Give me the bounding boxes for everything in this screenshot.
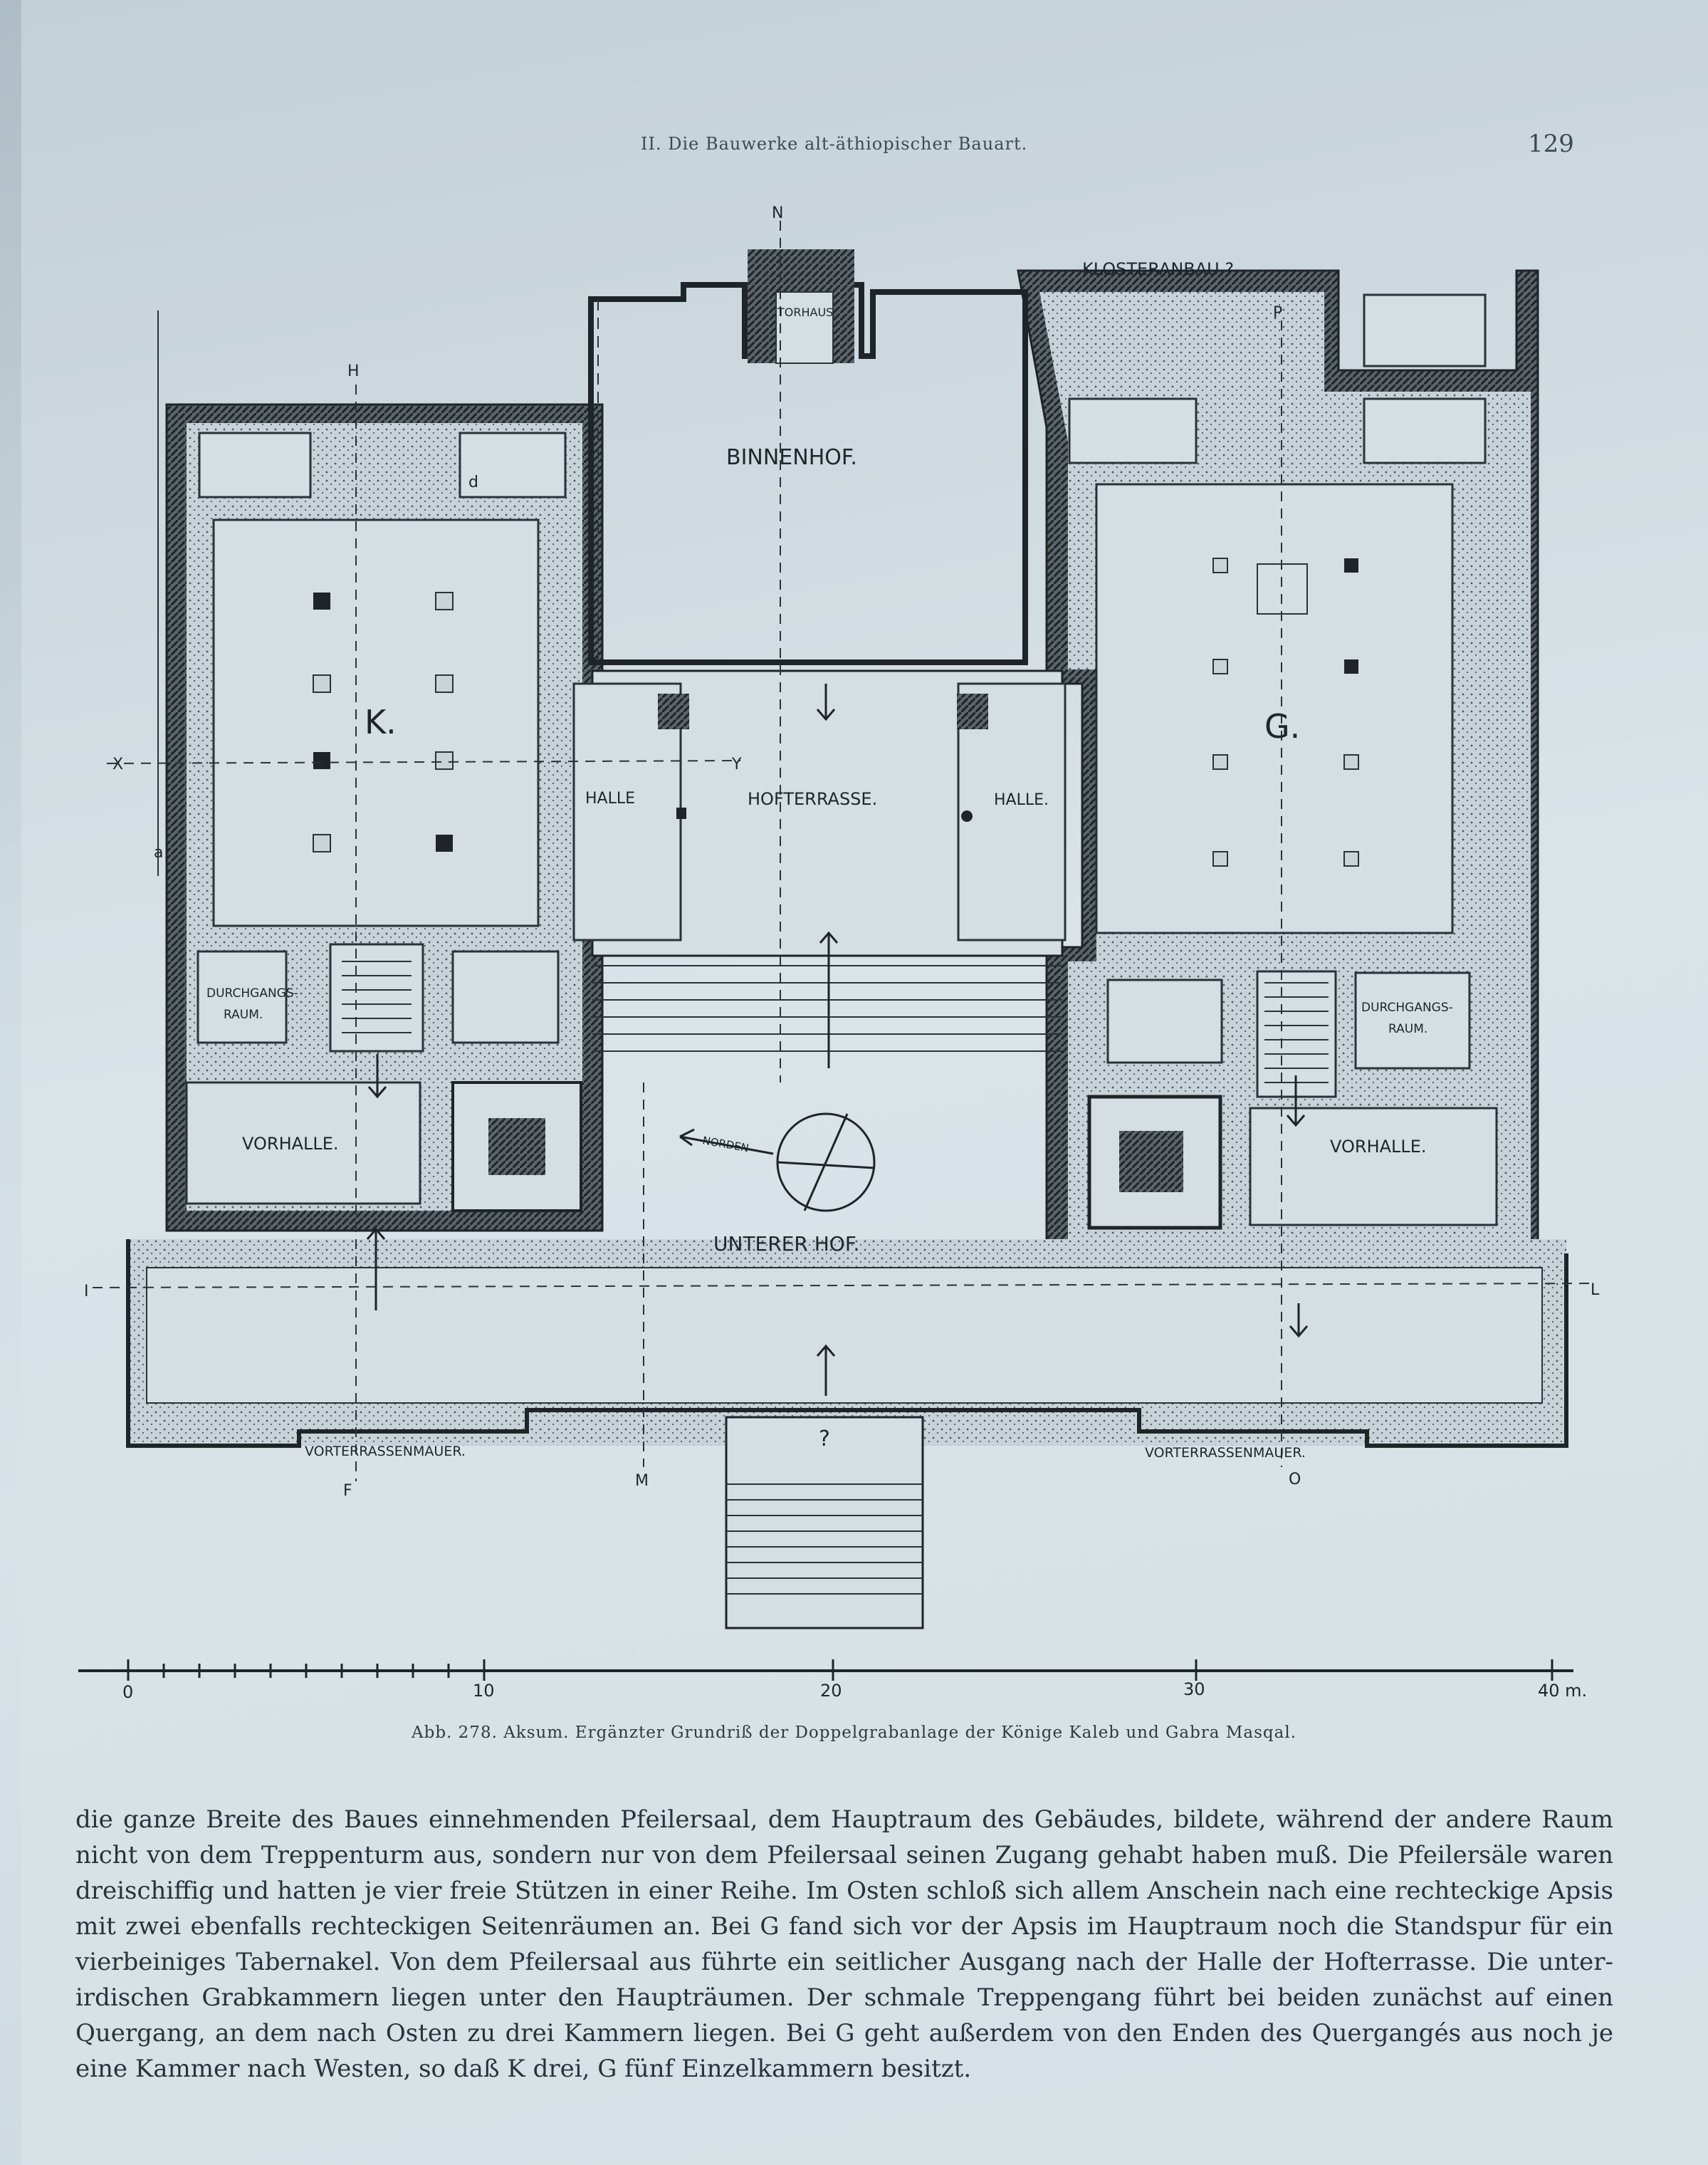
figure-caption: Abb. 278. Aksum. Ergänzter Grundriß der … [412,1723,1296,1742]
label-north: N [772,204,783,222]
building-k-main-hall [212,518,540,927]
page-number: 129 [1528,130,1574,158]
label-durchgang-left-1: DURCHGANGS- [206,986,298,1001]
direction-arrows [366,684,1309,1396]
building-g [1017,269,1539,1269]
label-question: ? [819,1426,830,1451]
label-durchgang-right-1: DURCHGANGS- [1361,1001,1453,1015]
label-k: K. [365,703,397,741]
label-vorterrasse-right: VORTERRASSENMAUER. [1145,1445,1306,1461]
building-g-vorhalle [1249,1107,1498,1226]
torhaus-inner [775,291,834,364]
label-klosteranbau: KLOSTERANBAU ? [1082,259,1234,279]
scale-tick-10: 10 [473,1681,495,1701]
norden-arrow [679,1128,774,1155]
floor-plan: N TORHAUS KLOSTERANBAU ? P H d BINNENHOF… [78,204,1600,1702]
section-lines [92,221,1596,1481]
front-terrace-inner [146,1267,1543,1404]
building-k-apse-room-left [198,432,312,499]
label-l: L [1591,1281,1600,1299]
label-o: O [1289,1471,1301,1488]
building-g-room-north-1 [1363,293,1487,367]
halle-left-pier [658,694,689,729]
scale-tick-20: 20 [820,1681,842,1701]
scale-tick-30: 30 [1183,1679,1205,1699]
body-line: nicht von dem Treppenturm aus, sondern n… [75,1841,1613,1869]
scale-tick-0: 0 [122,1682,133,1702]
label-vorterrasse-left: VORTERRASSENMAUER. [305,1444,466,1459]
building-k-pillars [313,592,454,852]
terrace-steps [592,965,1062,1052]
building-g-main-hall [1095,483,1454,934]
building-g-stair-steps [1264,982,1329,1083]
scale-bar: 0 10 20 30 40 m. [78,1659,1587,1702]
label-d: d [468,474,478,491]
scale-tick-40: 40 m. [1538,1681,1587,1701]
body-line: irdischen Grabkammern liegen unter den H… [75,1983,1613,2012]
label-vorhalle-left: VORHALLE. [242,1134,339,1154]
building-k-apse-room-right [459,432,567,499]
label-durchgang-left-2: RAUM. [224,1008,263,1022]
body-line: dreischiffig und hatten je vier freie St… [75,1877,1613,1905]
body-line: die ganze Breite des Baues einnehmenden … [75,1805,1613,1834]
building-k-vorhalle [185,1081,421,1205]
label-y: Y [731,756,742,773]
label-p: P [1273,304,1282,322]
body-line: mit zwei ebenfalls rechteckigen Seitenrä… [75,1912,1613,1941]
building-g-pillars [1212,558,1359,867]
running-header: II. Die Bauwerke alt-äthiopischer Bauart… [0,130,1708,162]
label-hofterrasse: HOFTERRASSE. [748,789,877,809]
label-a: a [154,844,163,862]
label-f: F [343,1482,352,1500]
label-halle-left: HALLE [585,790,635,808]
body-line: vierbeiniges Tabernakel. Von dem Pfeiler… [75,1948,1613,1976]
building-g-room-apse [1068,397,1198,464]
label-vorhalle-right: VORHALLE. [1330,1137,1427,1157]
label-norden: NORDEN [701,1134,750,1154]
label-torhaus: TORHAUS [777,306,833,319]
label-g: G. [1264,707,1300,746]
label-durchgang-right-2: RAUM. [1388,1022,1427,1036]
compass-bar [777,1161,875,1169]
building-k [165,403,604,1232]
building-k-side-room [451,950,560,1044]
label-m: M [635,1472,649,1490]
building-k-durchgang-room [197,950,288,1044]
compass-needle [803,1113,849,1211]
front-terrace-wall [126,1239,1568,1448]
front-stairs-steps [726,1483,923,1595]
running-title: II. Die Bauwerke alt-äthiopischer Bauart… [641,134,1028,154]
front-stairs [725,1416,924,1629]
building-g-side-room [1106,979,1223,1064]
building-g-room-north-2 [1363,397,1487,464]
body-text: die ganze Breite des Baues einnehmenden … [75,1802,1613,2087]
courts [126,249,1568,1629]
label-binnenhof: BINNENHOF. [726,445,857,470]
halle-right-pier [957,694,988,729]
building-g-stair-core [1119,1131,1183,1192]
body-line: Quergang, an dem nach Osten zu drei Kamm… [75,2019,1613,2047]
label-h: H [347,362,360,380]
halle-right-column [961,810,973,822]
halle-left-column [676,808,686,819]
building-g-durchgang-room [1354,971,1471,1070]
label-unterer-hof: UNTERER HOF. [713,1232,859,1256]
label-x: X [112,756,123,773]
building-k-stair-core [488,1118,545,1175]
label-halle-right: HALLE. [994,791,1049,809]
label-i: I [84,1283,89,1300]
body-line: eine Kammer nach Westen, so daß K drei, … [75,2055,972,2083]
building-k-stair-hall [329,943,424,1053]
plan-labels: N TORHAUS KLOSTERANBAU ? P H d BINNENHOF… [84,204,1600,1500]
building-k-stair-steps [342,961,412,1033]
